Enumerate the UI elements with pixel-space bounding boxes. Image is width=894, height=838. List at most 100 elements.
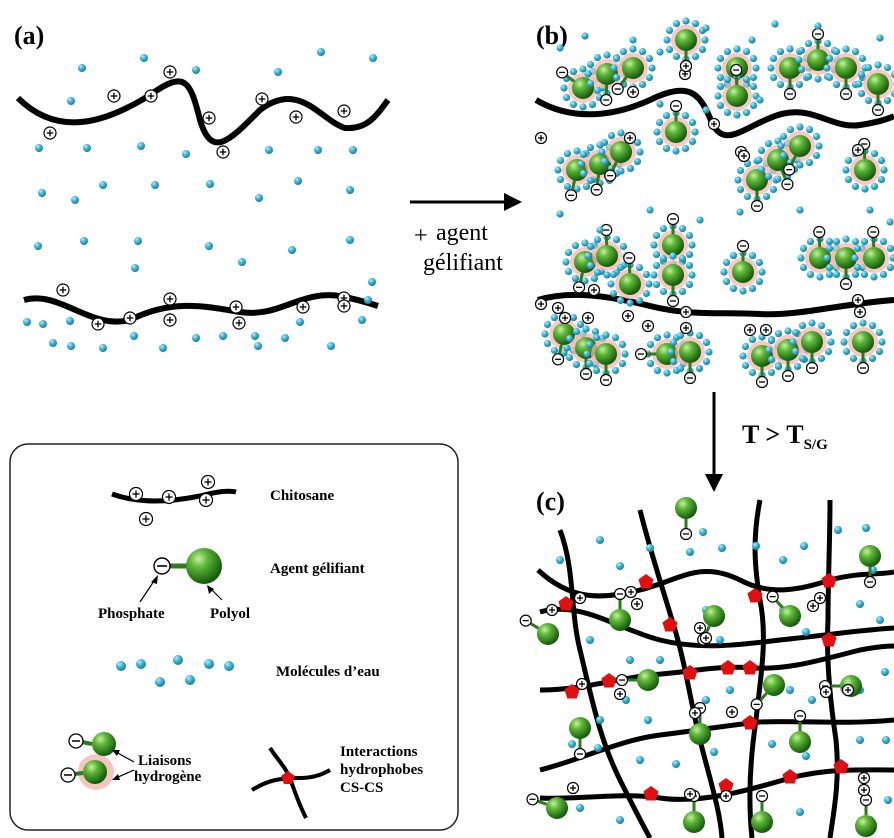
water-molecule-icon [685,261,694,270]
water-molecule-icon [814,22,822,30]
water-molecule-icon [662,111,671,120]
water-molecule-icon [626,164,635,173]
water-molecule-icon [797,65,806,74]
water-molecule-icon [870,149,879,158]
water-molecule-icon [749,101,758,110]
water-molecule-icon [590,274,599,283]
water-molecule-icon [691,52,700,61]
panel-label-b: (b) [536,21,568,50]
positive-charge-icon [707,117,721,131]
water-molecule-icon [349,146,357,154]
water-molecule-icon [825,263,834,272]
positive-charge-icon [558,311,572,325]
water-molecule-icon [868,321,877,330]
water-molecule-icon [576,804,584,812]
water-molecule-icon [644,716,652,724]
water-molecule-icon [842,166,850,174]
negative-charge-icon [783,87,797,101]
water-molecule-icon [723,47,732,56]
water-molecule-icon [748,368,757,377]
water-molecule-icon [676,331,685,340]
water-molecule-icon [844,156,853,165]
positive-charge-icon [289,110,303,124]
water-molecule-icon [569,100,578,109]
water-molecule-icon [723,75,732,84]
water-molecule-icon [364,296,372,304]
water-molecule-icon [733,111,741,119]
water-molecule-icon [688,241,696,249]
water-molecule-icon [600,138,609,147]
water-molecule-icon [358,316,366,324]
water-molecule-icon [688,118,697,127]
water-molecule-icon [696,216,704,224]
arrow-temperature-label: T > TS/G [742,420,828,453]
positive-charge-icon [683,787,697,801]
positive-charge-icon [202,111,216,125]
water-molecule-icon [582,182,591,191]
arrow-add-gelling-agent: + agent gélifiant [410,193,522,276]
water-molecule-icon [734,176,742,184]
negative-charge-icon [556,66,569,79]
water-molecule-icon [584,70,592,78]
panel-label-c: (c) [536,487,565,516]
water-molecule-icon [346,186,354,194]
water-molecule-icon [577,160,585,168]
water-molecule-icon [825,270,834,279]
water-molecule-icon [600,157,609,166]
water-molecule-icon [853,263,862,272]
water-molecule-icon [131,264,139,272]
water-molecule-icon [832,237,841,246]
gelling-agent-icon [831,243,861,291]
water-molecule-icon [621,350,629,358]
arrow-label-agent: agent [436,220,488,246]
water-molecule-icon [855,80,863,88]
water-molecule-icon [742,75,751,84]
water-molecule-icon [866,206,874,214]
water-molecule-icon [563,182,572,191]
positive-charge-icon [857,783,871,797]
legend-chitosane-label: Chitosane [270,488,335,504]
water-molecule-icon [155,677,165,687]
water-molecule-icon [714,92,722,100]
water-molecule-icon [572,360,581,369]
gelling-agent-icon [615,251,645,299]
positive-charge-icon [91,317,105,331]
water-molecule-icon [685,280,694,289]
water-molecule-icon [771,20,779,28]
water-molecule-icon [562,93,571,102]
water-molecule-icon [739,352,747,360]
water-molecule-icon [550,346,559,355]
positive-charge-icon [163,65,177,79]
water-molecule-icon [764,139,773,148]
water-molecule-icon [573,147,581,155]
water-molecule-icon [710,748,718,756]
water-molecule-icon [78,64,86,72]
water-molecule-icon [576,320,585,329]
negative-charge-icon [750,199,764,213]
water-molecule-icon [192,334,200,342]
water-molecule-icon [817,321,826,330]
positive-charge-icon [229,300,243,314]
water-molecule-icon [652,231,661,240]
positive-charge-icon [551,301,565,315]
water-molecule-icon [876,34,884,42]
water-molecule-icon [603,51,611,59]
water-molecule-icon [676,364,685,373]
positive-charge-icon [853,305,867,319]
water-molecule-icon [586,261,595,270]
gelling-agent-icon [797,327,827,375]
water-molecule-icon [663,369,671,377]
water-molecule-icon [748,251,757,260]
water-molecule-icon [798,321,807,330]
water-molecule-icon [663,331,671,339]
water-molecule-icon [611,333,620,342]
water-molecule-icon [609,289,618,298]
positive-charge-icon [857,771,871,785]
water-molecule-icon [796,808,804,816]
negative-charge-icon [572,281,586,294]
water-molecule-icon [799,244,808,253]
water-molecule-icon [642,270,651,279]
water-molecule-icon [860,237,869,246]
water-molecule-icon [862,524,870,532]
water-molecule-icon [736,208,744,216]
